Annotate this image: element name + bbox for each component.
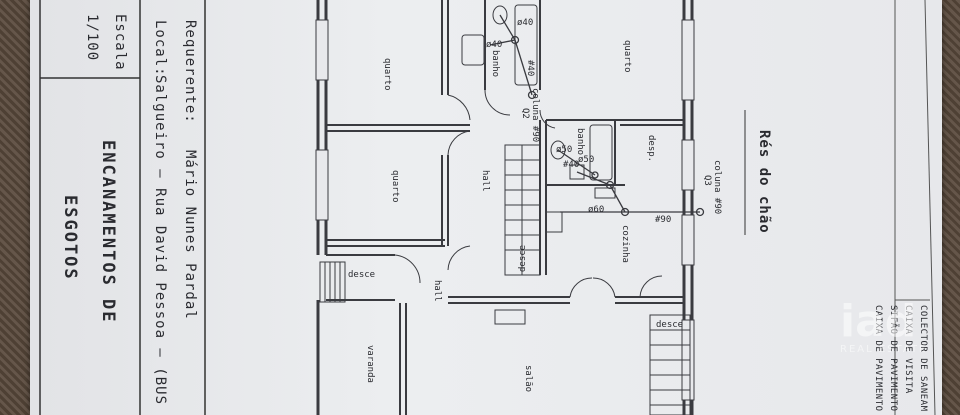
room-hall-2: hall <box>432 280 442 302</box>
label-q2: Q2 <box>520 108 530 119</box>
label-coluna-q3: coluna #90 <box>712 160 722 215</box>
label-pipe-50-b: ø50 <box>578 155 595 165</box>
label-pipe-90: #90 <box>655 215 672 225</box>
label-desce-2: desce <box>518 244 528 272</box>
label-pipe-40-d: #40 <box>563 160 580 170</box>
requerente-value: Mário Nunes Pardal <box>182 150 198 320</box>
room-desp: desp. <box>646 135 656 163</box>
label-desce-1: desce <box>348 270 376 280</box>
label-desce-3: desce <box>656 320 684 330</box>
label-pipe-40-a: ø40 <box>486 40 503 50</box>
escala-value: 1/100 <box>84 14 100 62</box>
label-pipe-60: ø60 <box>588 205 605 215</box>
label-pipe-50-a: ø50 <box>556 145 573 155</box>
requerente-label: Requerente: <box>182 20 198 124</box>
room-cozinha: cozinha <box>620 225 630 263</box>
drawing-title-line2: ESGOTOS <box>60 195 80 281</box>
watermark-logo: iad REAL ESTATE <box>840 300 940 380</box>
local-label: Local: <box>152 20 168 77</box>
room-salao: salão <box>523 365 533 393</box>
room-varanda: varanda <box>365 345 375 383</box>
local-value: Salgueiro — Rua David Pessoa — (BUS <box>152 75 168 406</box>
floor-title: Rés do chão <box>756 130 772 234</box>
watermark-brand: iad <box>840 296 917 347</box>
drawing-title-line1: ENCANAMENTOS DE <box>98 140 118 324</box>
watermark-sub: REAL ESTATE <box>840 344 928 355</box>
room-banho-top: banho <box>490 50 500 78</box>
escala-label: Escala <box>112 14 128 71</box>
room-quarto-left: quarto <box>382 58 392 91</box>
label-q3: Q3 <box>702 175 712 186</box>
label-pipe-40-b: ø40 <box>517 18 534 28</box>
room-banho-mid: banho <box>575 128 585 156</box>
label-coluna-q2: coluna #90 <box>530 88 540 143</box>
label-pipe-40-c: #40 <box>525 60 535 77</box>
room-quarto-mid: quarto <box>390 170 400 203</box>
room-hall-1: hall <box>480 170 490 192</box>
room-quarto-top: quarto <box>622 40 632 73</box>
